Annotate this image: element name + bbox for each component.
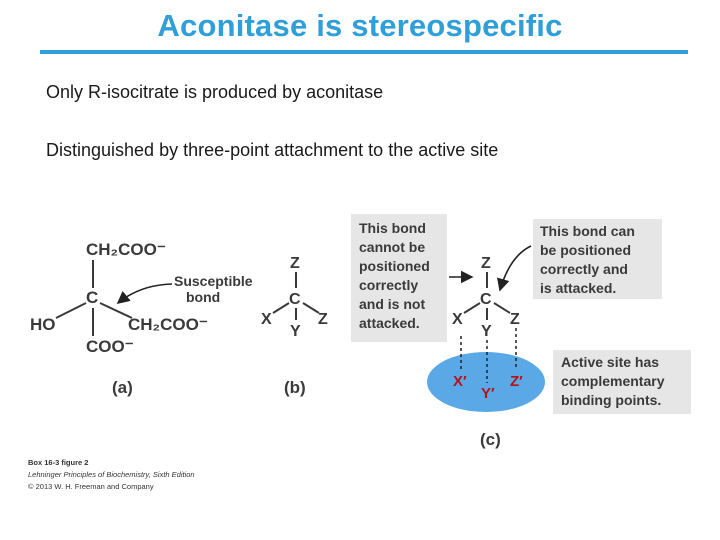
- title-underline: [40, 50, 688, 54]
- c-active-site: [427, 352, 545, 412]
- figure-caption-book: Lehninger Principles of Biochemistry, Si…: [28, 470, 195, 479]
- b-panel-label: (b): [284, 378, 306, 397]
- a-bond-left: [55, 302, 87, 319]
- b-z-top: Z: [290, 255, 300, 272]
- c-right-line1: This bond can: [540, 223, 635, 239]
- c-panel-label: (c): [480, 430, 501, 449]
- b-bond-z: [302, 302, 320, 314]
- c-bond-x: [463, 302, 481, 314]
- a-panel-label: (a): [112, 378, 133, 397]
- c-x: X: [452, 311, 463, 328]
- a-susceptible-arrow: [116, 283, 173, 305]
- b-y: Y: [290, 323, 301, 340]
- c-y-prime: Y′: [481, 385, 495, 402]
- c-left-line4: correctly: [359, 277, 418, 293]
- bullet-2: Distinguished by three-point attachment …: [46, 140, 499, 160]
- c-bond-z: [493, 302, 511, 314]
- c-left-line2: cannot be: [359, 239, 425, 255]
- b-z-right: Z: [318, 311, 328, 328]
- b-x: X: [261, 311, 272, 328]
- a-left-group: HO: [30, 315, 56, 334]
- a-center-c: C: [86, 288, 98, 307]
- c-z-top: Z: [481, 255, 491, 272]
- a-right-group: CH₂COO⁻: [128, 315, 208, 334]
- c-right-line4: is attacked.: [540, 280, 616, 296]
- figure-caption-copyright: © 2013 W. H. Freeman and Company: [28, 482, 154, 491]
- c-z-prime: Z′: [510, 373, 523, 390]
- c-callout-right: [533, 219, 662, 299]
- panel-b: Z C X Y Z (b): [261, 255, 328, 397]
- b-bond-x: [272, 302, 290, 314]
- c-right-line3: correctly and: [540, 261, 628, 277]
- c-left-line1: This bond: [359, 220, 426, 236]
- c-site-line1: Active site has: [561, 354, 659, 370]
- c-site-line3: binding points.: [561, 392, 661, 408]
- c-y: Y: [481, 323, 492, 340]
- slide-title: Aconitase is stereospecific: [157, 8, 563, 43]
- c-left-line6: attacked.: [359, 315, 420, 331]
- c-z-right: Z: [510, 311, 520, 328]
- c-left-line3: positioned: [359, 258, 430, 274]
- c-left-line5: and is not: [359, 296, 425, 312]
- a-note-line1: Susceptible: [174, 273, 253, 289]
- a-bond-right: [99, 302, 133, 319]
- a-top-group: CH₂COO⁻: [86, 240, 166, 259]
- c-site-line2: complementary: [561, 373, 665, 389]
- c-c: C: [480, 291, 492, 308]
- c-callout-active-site: [553, 350, 691, 414]
- panel-a: CH₂COO⁻ C HO CH₂COO⁻ COO⁻ Susceptible bo…: [30, 240, 253, 397]
- a-note-line2: bond: [186, 289, 220, 305]
- b-c: C: [289, 291, 301, 308]
- figure-caption-title: Box 16-3 figure 2: [28, 458, 89, 467]
- bullet-1: Only R-isocitrate is produced by aconita…: [46, 82, 384, 102]
- panel-c: This bond cannot be positioned correctly…: [351, 214, 691, 449]
- c-callout-left: [351, 214, 447, 342]
- c-x-prime: X′: [453, 373, 467, 390]
- c-right-line2: be positioned: [540, 242, 631, 258]
- a-bottom-group: COO⁻: [86, 337, 134, 356]
- c-arrow-right: [497, 245, 532, 292]
